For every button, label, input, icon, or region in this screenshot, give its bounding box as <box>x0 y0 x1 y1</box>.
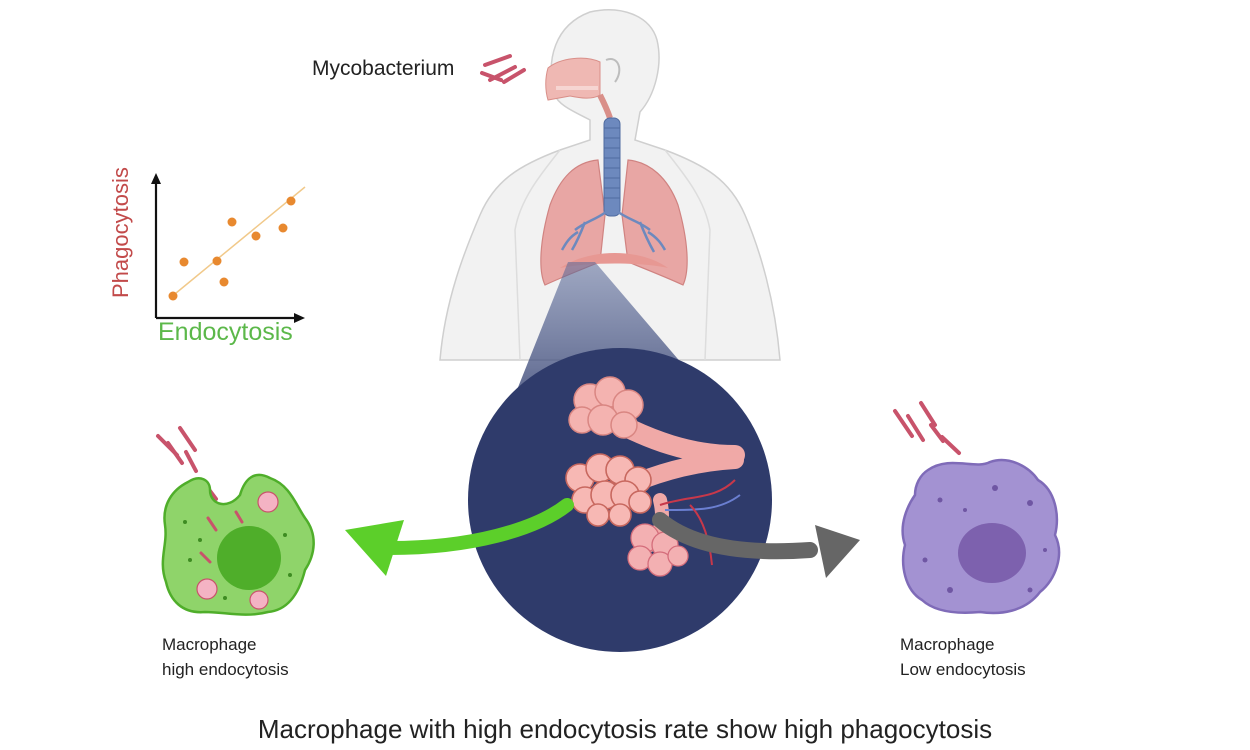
scatter-point <box>227 217 237 227</box>
right-macrophage-caption: Macrophage Low endocytosis <box>900 632 1026 682</box>
arrow-head-left <box>345 520 404 576</box>
left-macrophage-subtitle: high endocytosis <box>162 660 289 679</box>
y-axis-label: Phagocytosis <box>108 167 133 298</box>
x-axis-label: Endocytosis <box>158 318 293 346</box>
figure-caption: Macrophage with high endocytosis rate sh… <box>257 714 993 744</box>
nucleus <box>217 526 281 590</box>
macrophage-low-endocytosis <box>901 458 1061 615</box>
lungs-icon <box>540 117 688 286</box>
left-macrophage-caption: Macrophage high endocytosis <box>162 632 289 682</box>
scatter-point <box>179 257 189 267</box>
alveoli-icon <box>565 376 745 577</box>
scatter-point <box>286 196 296 206</box>
arrow-to-low-endocytosis <box>652 512 818 560</box>
trend-line <box>169 186 306 299</box>
scatter-point <box>219 277 229 287</box>
mini-scatter-plot <box>151 173 306 323</box>
arrow-to-high-endocytosis <box>383 498 574 555</box>
arrow-head-right <box>815 525 860 578</box>
bacteria-icon <box>480 54 526 84</box>
scatter-point <box>251 231 261 241</box>
right-macrophage-subtitle: Low endocytosis <box>900 660 1026 679</box>
nucleus <box>958 523 1026 583</box>
right-macrophage-title: Macrophage <box>900 635 995 654</box>
scatter-point <box>168 291 178 301</box>
mycobacterium-label: Mycobacterium <box>312 57 455 80</box>
scatter-point <box>278 223 288 233</box>
left-macrophage-title: Macrophage <box>162 635 257 654</box>
macrophage-high-endocytosis <box>161 473 315 616</box>
scatter-point <box>212 256 222 266</box>
bacteria-icon <box>893 401 961 455</box>
